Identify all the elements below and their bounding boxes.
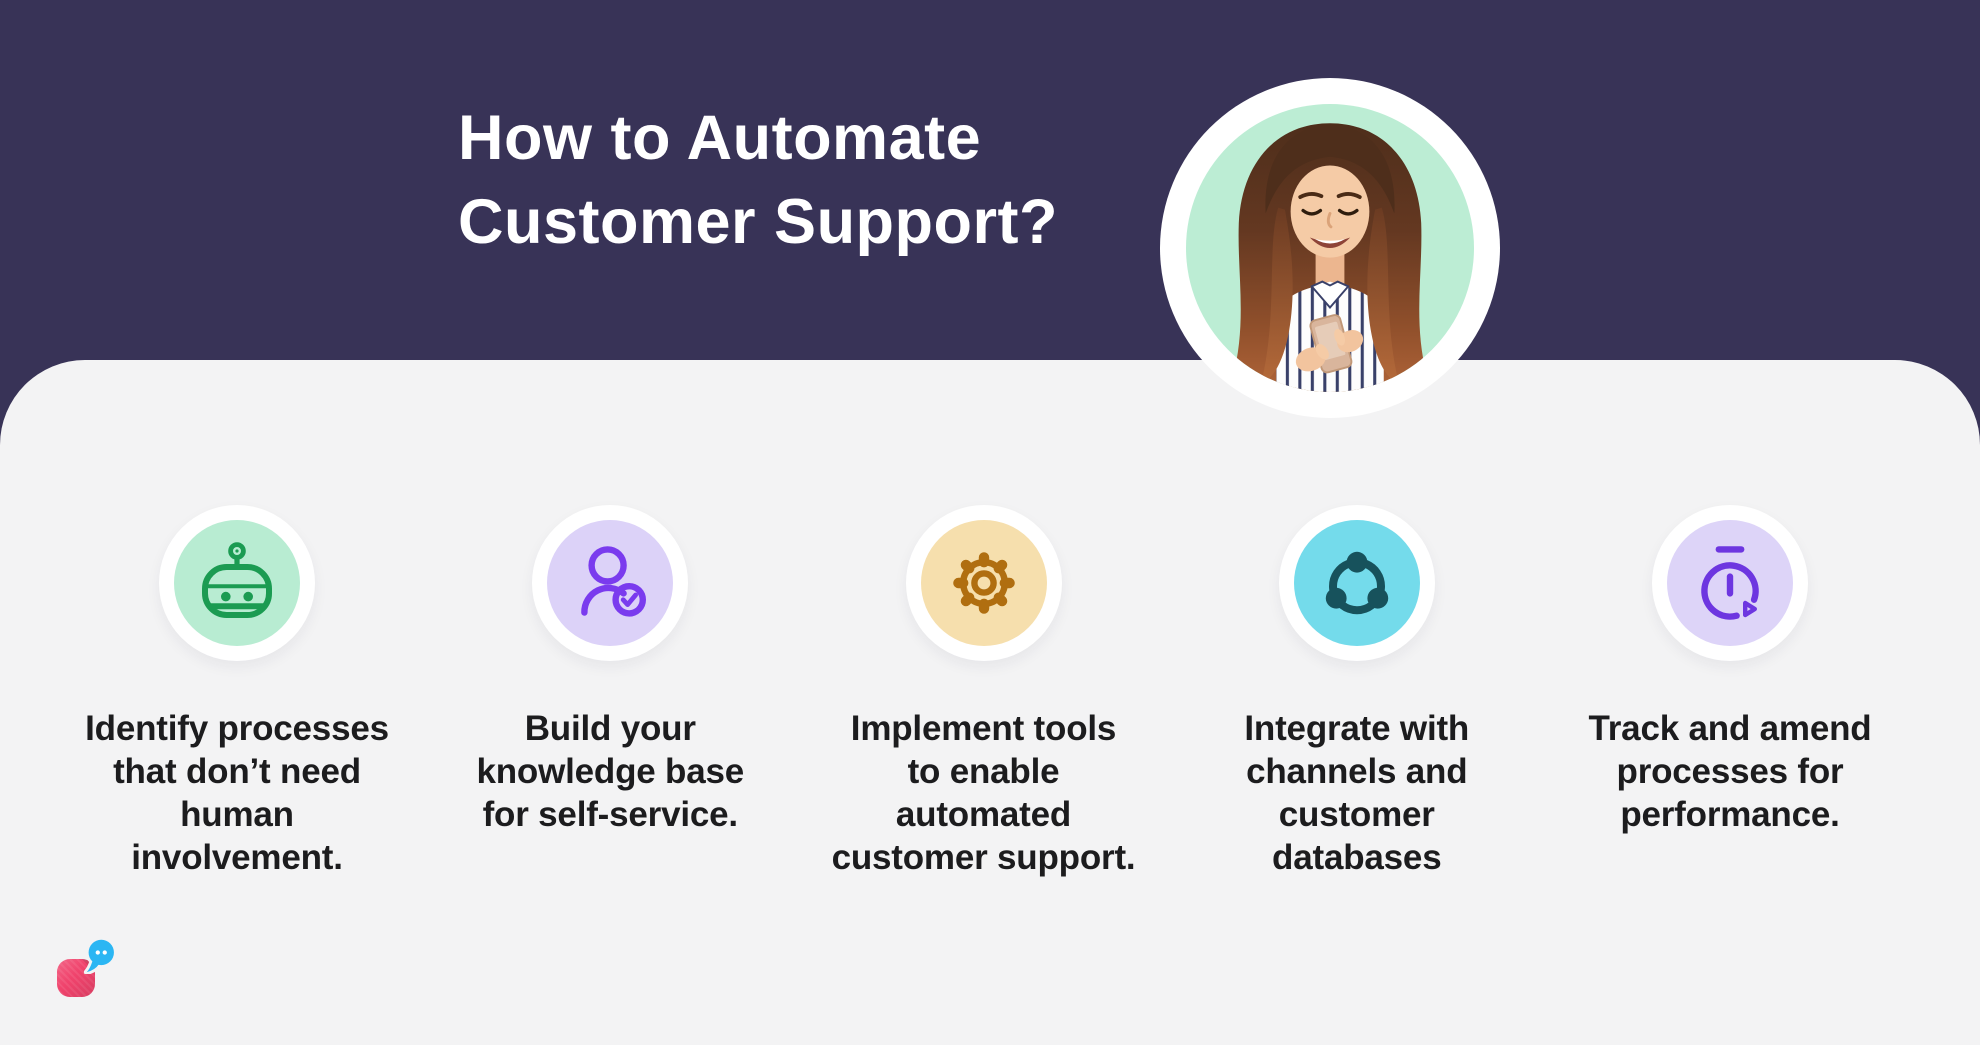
logo-square bbox=[57, 959, 95, 997]
icon-circle bbox=[1667, 520, 1793, 646]
brand-logo bbox=[57, 933, 127, 1003]
step-item-3: Implement tools to enable automated cust… bbox=[824, 505, 1144, 879]
step-item-2: Build your knowledge base for self-servi… bbox=[450, 505, 770, 879]
content-panel bbox=[0, 360, 1980, 1045]
chat-bubble-dots bbox=[95, 950, 107, 955]
icon-ring bbox=[1278, 505, 1435, 661]
icon-ring bbox=[905, 505, 1062, 661]
step-label: Integrate with channels and customer dat… bbox=[1244, 709, 1470, 877]
step-label: Build your knowledge base for self-servi… bbox=[476, 709, 745, 834]
step-item-5: Track and amend processes for performanc… bbox=[1570, 505, 1890, 879]
icon-ring bbox=[532, 505, 689, 661]
chat-bubble-icon bbox=[83, 936, 117, 974]
step-item-4: Integrate with channels and customer dat… bbox=[1197, 505, 1517, 879]
step-item-1: Identify processes that don’t need human… bbox=[77, 505, 397, 879]
step-label: Track and amend processes for performanc… bbox=[1588, 709, 1872, 834]
icon-ring bbox=[1652, 505, 1808, 661]
page-title: How to Automate Customer Support? bbox=[458, 103, 1058, 257]
woman-with-phone-photo bbox=[1186, 104, 1474, 392]
robot-icon bbox=[202, 542, 272, 618]
user-check-icon bbox=[581, 546, 647, 617]
timer-icon bbox=[1701, 546, 1759, 620]
woman-illustration bbox=[1228, 123, 1432, 392]
icon-circle bbox=[174, 520, 300, 646]
share-network-icon bbox=[1325, 551, 1388, 615]
icon-circle bbox=[920, 520, 1047, 646]
gear-icon bbox=[952, 552, 1015, 614]
icon-ring bbox=[159, 505, 315, 661]
icon-circle bbox=[1293, 520, 1420, 646]
step-label: Implement tools to enable automated cust… bbox=[831, 709, 1136, 877]
steps-row: Identify processes that don’t need human… bbox=[0, 505, 1980, 879]
icon-circle bbox=[547, 520, 674, 646]
step-label: Identify processes that don’t need human… bbox=[85, 709, 389, 877]
photo-frame bbox=[1160, 78, 1500, 418]
